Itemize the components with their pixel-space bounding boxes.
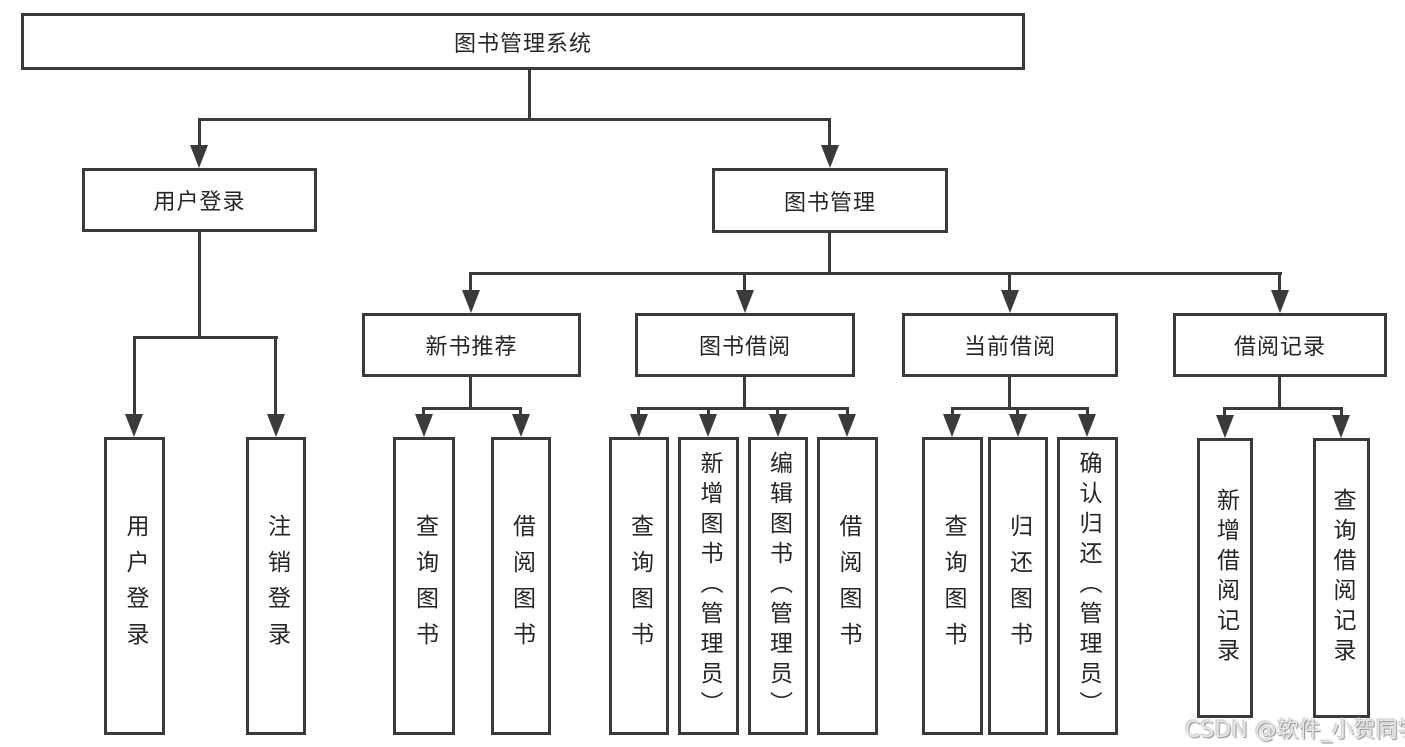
leaf-borrow-book-rec-label: 借阅图书 <box>508 514 535 658</box>
arrowhead-down-icon <box>736 290 754 313</box>
connector-line <box>133 336 278 339</box>
connector-line <box>1008 272 1011 292</box>
connector-line <box>469 272 1282 275</box>
connector-line <box>274 336 277 417</box>
arrowhead-down-icon <box>769 414 787 437</box>
leaf-logout-label: 注销登录 <box>263 514 290 658</box>
arrowhead-down-icon <box>1078 414 1096 437</box>
leaf-borrow-book-borrow-label: 借阅图书 <box>835 514 861 658</box>
leaf-query-borrow-record: 查询借阅记录 <box>1313 438 1370 718</box>
connector-line <box>637 407 640 417</box>
node-user-login: 用户登录 <box>82 168 317 232</box>
connector-line <box>198 118 831 121</box>
connector-line <box>1016 407 1019 417</box>
leaf-query-book-rec: 查询图书 <box>393 437 455 735</box>
node-user-login-label: 用户登录 <box>153 190 246 215</box>
connector-line <box>951 407 954 417</box>
connector-line <box>422 407 522 410</box>
leaf-edit-book: 编辑图书（管理员） <box>748 437 808 735</box>
connector-line <box>133 336 136 417</box>
leaf-query-book-rec-label: 查询图书 <box>411 514 438 658</box>
leaf-add-book: 新增图书（管理员） <box>678 437 739 735</box>
leaf-query-book-current: 查询图书 <box>922 437 983 735</box>
arrowhead-down-icon <box>125 414 143 437</box>
arrowhead-down-icon <box>1001 290 1019 313</box>
arrowhead-down-icon <box>699 414 717 437</box>
connector-line <box>828 233 831 272</box>
node-root-label: 图书管理系统 <box>453 31 592 57</box>
connector-line <box>1278 377 1281 407</box>
node-book-mgmt: 图书管理 <box>712 168 948 233</box>
connector-line <box>846 407 849 417</box>
leaf-edit-book-label: 编辑图书（管理员） <box>765 451 792 721</box>
connector-line <box>198 118 201 148</box>
connector-line <box>422 407 425 417</box>
arrowhead-down-icon <box>630 414 648 437</box>
arrowhead-down-icon <box>190 145 208 168</box>
connector-line <box>1086 407 1089 417</box>
connector-line <box>828 118 831 148</box>
node-current-borrow-label: 当前借阅 <box>963 335 1056 360</box>
connector-line <box>743 272 746 292</box>
arrowhead-down-icon <box>512 414 530 437</box>
connector-line <box>1278 272 1281 292</box>
node-borrow-record-label: 借阅记录 <box>1233 335 1326 360</box>
leaf-add-borrow-record-label: 新增借阅记录 <box>1212 488 1239 668</box>
leaf-query-borrow-record-label: 查询借阅记录 <box>1329 488 1355 668</box>
connector-line <box>198 232 201 336</box>
arrowhead-down-icon <box>943 414 961 437</box>
leaf-add-book-label: 新增图书（管理员） <box>696 451 722 721</box>
leaf-borrow-book-rec: 借阅图书 <box>491 437 551 735</box>
node-current-borrow: 当前借阅 <box>902 313 1118 377</box>
arrowhead-down-icon <box>462 290 480 313</box>
leaf-confirm-return: 确认归还（管理员） <box>1057 437 1118 735</box>
leaf-user-login-label: 用户登录 <box>122 514 148 658</box>
node-new-book-rec-label: 新书推荐 <box>425 335 518 360</box>
arrowhead-down-icon <box>415 414 433 437</box>
connector-line <box>637 407 849 410</box>
connector-line <box>707 407 710 417</box>
arrowhead-down-icon <box>267 414 285 437</box>
connector-line <box>743 377 746 407</box>
connector-line <box>951 407 1089 410</box>
watermark: CSDN @软件_小贺同学 <box>1185 718 1405 743</box>
leaf-return-book: 归还图书 <box>988 437 1048 735</box>
leaf-borrow-book-borrow: 借阅图书 <box>817 437 878 735</box>
node-book-mgmt-label: 图书管理 <box>783 190 876 216</box>
connector-line <box>528 70 531 118</box>
node-root: 图书管理系统 <box>21 13 1025 70</box>
leaf-query-book-current-label: 查询图书 <box>940 514 966 658</box>
node-book-borrow: 图书借阅 <box>635 313 855 377</box>
connector-line <box>1223 407 1343 410</box>
connector-line <box>519 407 522 417</box>
leaf-confirm-return-label: 确认归还（管理员） <box>1075 451 1101 721</box>
arrowhead-down-icon <box>1216 415 1234 438</box>
node-borrow-record: 借阅记录 <box>1173 313 1387 377</box>
connector-line <box>469 272 472 292</box>
arrowhead-down-icon <box>821 145 839 168</box>
connector-line <box>469 377 472 407</box>
arrowhead-down-icon <box>1271 290 1289 313</box>
leaf-logout: 注销登录 <box>246 437 306 735</box>
arrowhead-down-icon <box>1332 415 1350 438</box>
connector-line <box>1340 407 1343 418</box>
arrowhead-down-icon <box>1009 414 1027 437</box>
leaf-return-book-label: 归还图书 <box>1005 514 1032 658</box>
arrowhead-down-icon <box>838 414 856 437</box>
node-book-borrow-label: 图书借阅 <box>698 335 791 360</box>
leaf-user-login: 用户登录 <box>104 437 165 735</box>
node-new-book-rec: 新书推荐 <box>362 313 581 377</box>
leaf-query-book-borrow: 查询图书 <box>609 437 669 735</box>
connector-line <box>776 407 779 417</box>
leaf-query-book-borrow-label: 查询图书 <box>626 514 653 658</box>
connector-line <box>1223 407 1226 418</box>
connector-line <box>1008 377 1011 407</box>
leaf-add-borrow-record: 新增借阅记录 <box>1197 438 1253 718</box>
